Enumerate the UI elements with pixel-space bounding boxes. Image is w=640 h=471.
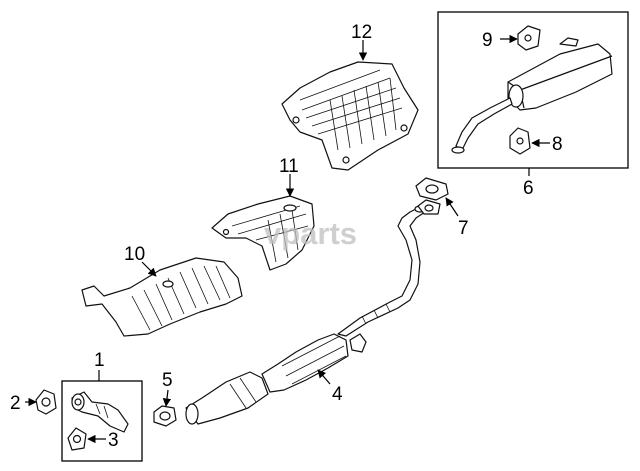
muffler-6[interactable] xyxy=(451,37,613,154)
muffler-group-box xyxy=(437,11,629,169)
heat-shield-10[interactable] xyxy=(81,257,243,337)
callout-8: 8 xyxy=(552,134,563,155)
gasket-2[interactable] xyxy=(35,389,57,415)
callout-2: 2 xyxy=(10,393,21,414)
callout-7: 7 xyxy=(458,218,469,239)
callout-1: 1 xyxy=(94,350,105,371)
front-pipe-1[interactable] xyxy=(71,391,129,433)
hanger-9[interactable] xyxy=(517,25,541,51)
callout-3: 3 xyxy=(108,430,119,451)
hanger-bracket[interactable] xyxy=(349,333,367,353)
callout-9: 9 xyxy=(482,30,493,51)
leader-lines xyxy=(25,34,550,444)
heat-shield-11[interactable] xyxy=(211,195,315,271)
callout-11: 11 xyxy=(279,156,299,177)
watermark-logo: vparts xyxy=(264,216,357,251)
gasket-7[interactable] xyxy=(415,177,449,215)
callout-10: 10 xyxy=(124,244,145,265)
gasket-5[interactable] xyxy=(153,405,177,427)
callout-12: 12 xyxy=(351,22,372,43)
gasket-3[interactable] xyxy=(67,427,87,451)
heat-shield-12[interactable] xyxy=(281,61,419,171)
front-pipe-group-box xyxy=(61,380,143,462)
hanger-8[interactable] xyxy=(509,127,531,155)
callout-4: 4 xyxy=(332,384,343,405)
callout-5: 5 xyxy=(162,370,173,391)
callout-6: 6 xyxy=(523,178,534,199)
